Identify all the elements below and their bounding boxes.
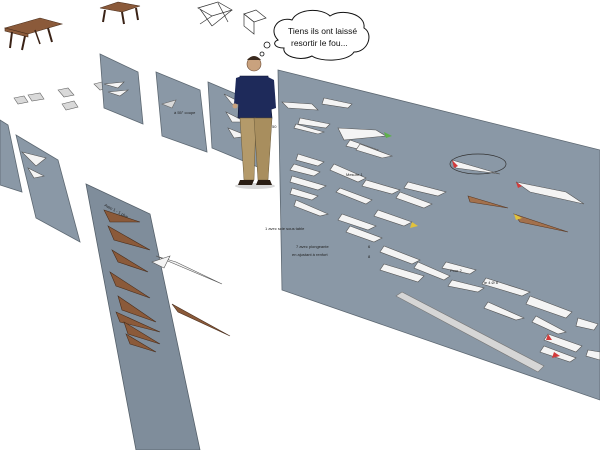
floor-pieces	[13, 79, 117, 111]
panel-row-label-3: le 4 Ø 8	[484, 280, 499, 285]
plunge-label-line-2: en ajustant à renfort	[292, 252, 328, 257]
stool-model	[99, 1, 141, 25]
speech-bubble-line-2: resortir le fou...	[291, 38, 348, 48]
long-plank	[395, 291, 545, 373]
speech-bubble: Tiens ils ont laissé resortir le fou...	[259, 10, 370, 61]
display-panel-2	[15, 134, 81, 243]
saw-table-label: 1 avec scie sous table	[265, 226, 305, 231]
plunge-label-line-1: 7 avec plongeante	[296, 244, 329, 249]
display-panel-4: à 55° coupe	[155, 71, 208, 153]
display-panel-main: Mesure 1 Pour 2 le 4 Ø 8	[277, 69, 600, 401]
display-panel-3	[99, 53, 144, 125]
number-6-label: 6	[368, 244, 371, 249]
speech-bubble-line-1: Tiens ils ont laissé	[288, 26, 357, 36]
wireframe-table-model	[197, 1, 267, 35]
panel-row-label-2: Pour 2	[450, 268, 463, 273]
number-8-label: 8	[368, 254, 371, 259]
bench-model-left	[3, 17, 64, 51]
cut-angle-label: à 55° coupe	[174, 110, 196, 115]
display-panel-far-left	[0, 119, 23, 193]
main-panel-pieces	[281, 97, 600, 363]
display-panel-wood: Avec 1 - 1 plus	[85, 183, 231, 450]
cut-50-label: 50	[272, 124, 277, 129]
person-figure	[232, 56, 276, 189]
panel-row-label-1: Mesure 1	[346, 172, 363, 177]
